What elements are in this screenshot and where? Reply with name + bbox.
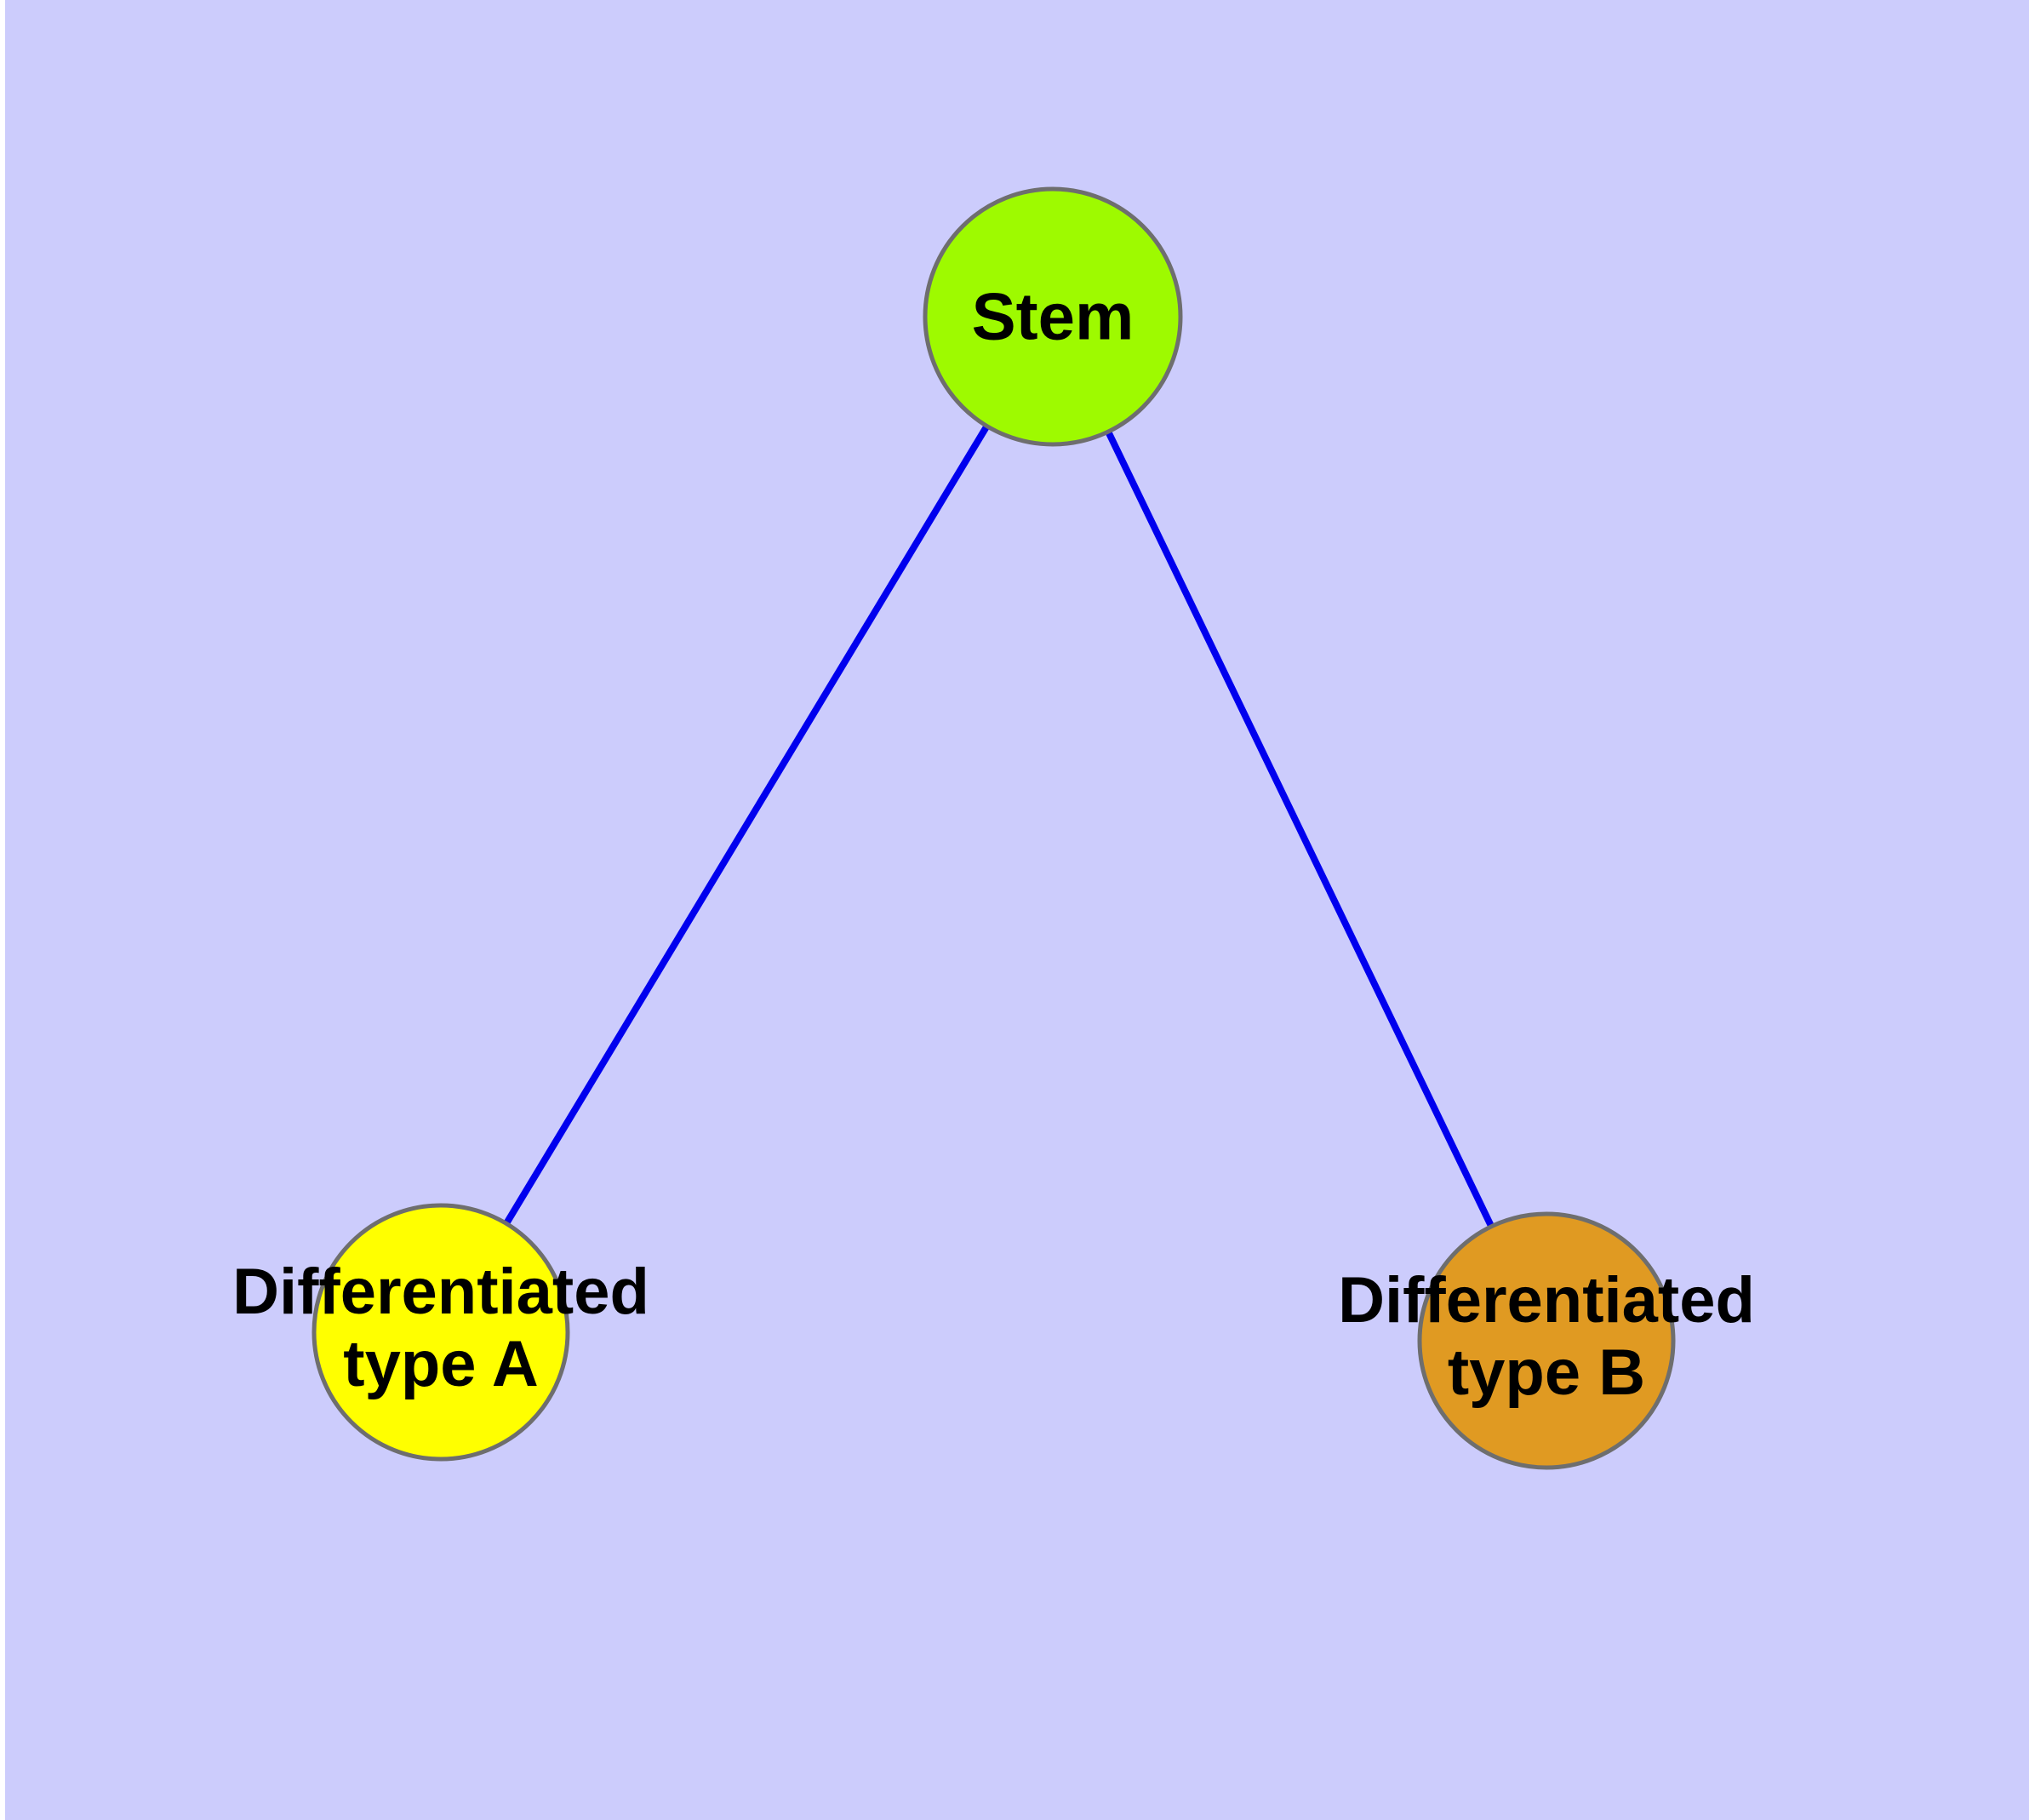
nodes-layer xyxy=(311,186,1676,1470)
graph-edge-stem-to-b[interactable] xyxy=(1103,426,1496,1232)
graph-edge-stem-to-a[interactable] xyxy=(501,421,992,1228)
graph-node-diff-a[interactable] xyxy=(311,1203,570,1462)
graph-node-stem[interactable] xyxy=(923,186,1183,447)
graph-node-diff-b[interactable] xyxy=(1417,1211,1676,1470)
edges-layer xyxy=(501,421,1496,1232)
